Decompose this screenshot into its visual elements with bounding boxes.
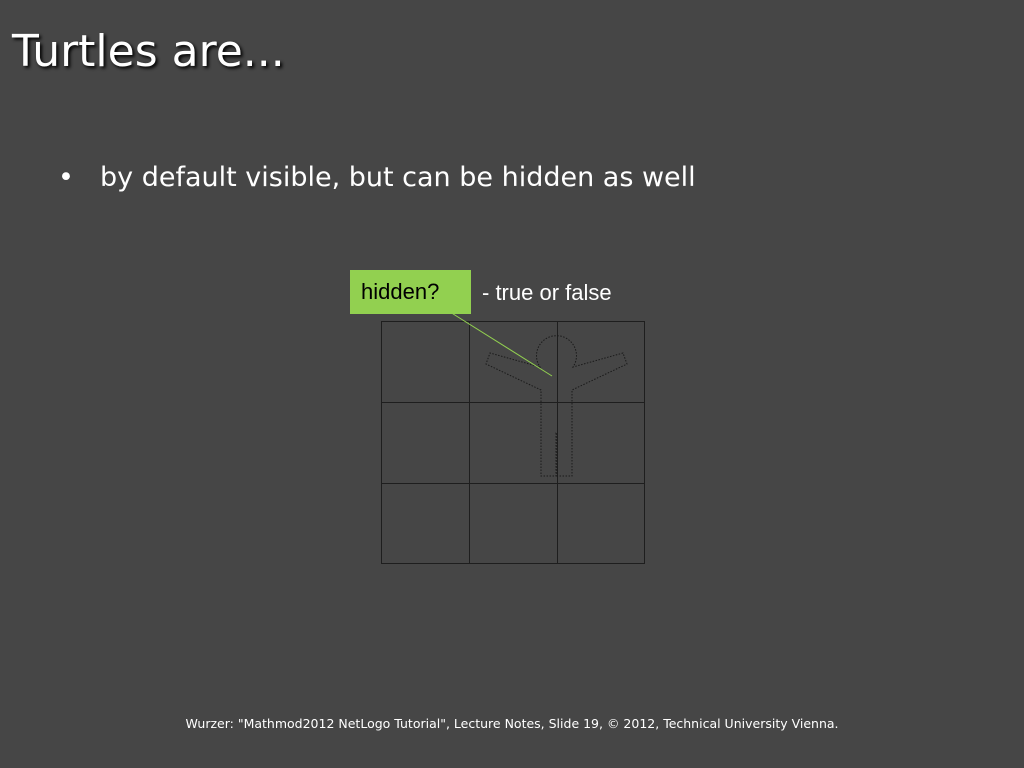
hidden-turtle-person-icon [485, 335, 628, 477]
patch-grid [381, 321, 645, 564]
grid-border [381, 321, 645, 564]
callout-connector-line [449, 311, 553, 377]
bullet-text: by default visible, but can be hidden as… [100, 162, 696, 193]
hidden-variable-label: hidden? [350, 270, 471, 314]
slide-footer: Wurzer: "Mathmod2012 NetLogo Tutorial", … [185, 716, 839, 731]
bullet-marker: • [58, 162, 74, 193]
bullet-item: • by default visible, but can be hidden … [58, 160, 696, 196]
turtle-body-outline [485, 335, 628, 477]
hidden-variable-description: - true or false [482, 280, 612, 305]
slide-title: Turtles are... [12, 26, 285, 77]
